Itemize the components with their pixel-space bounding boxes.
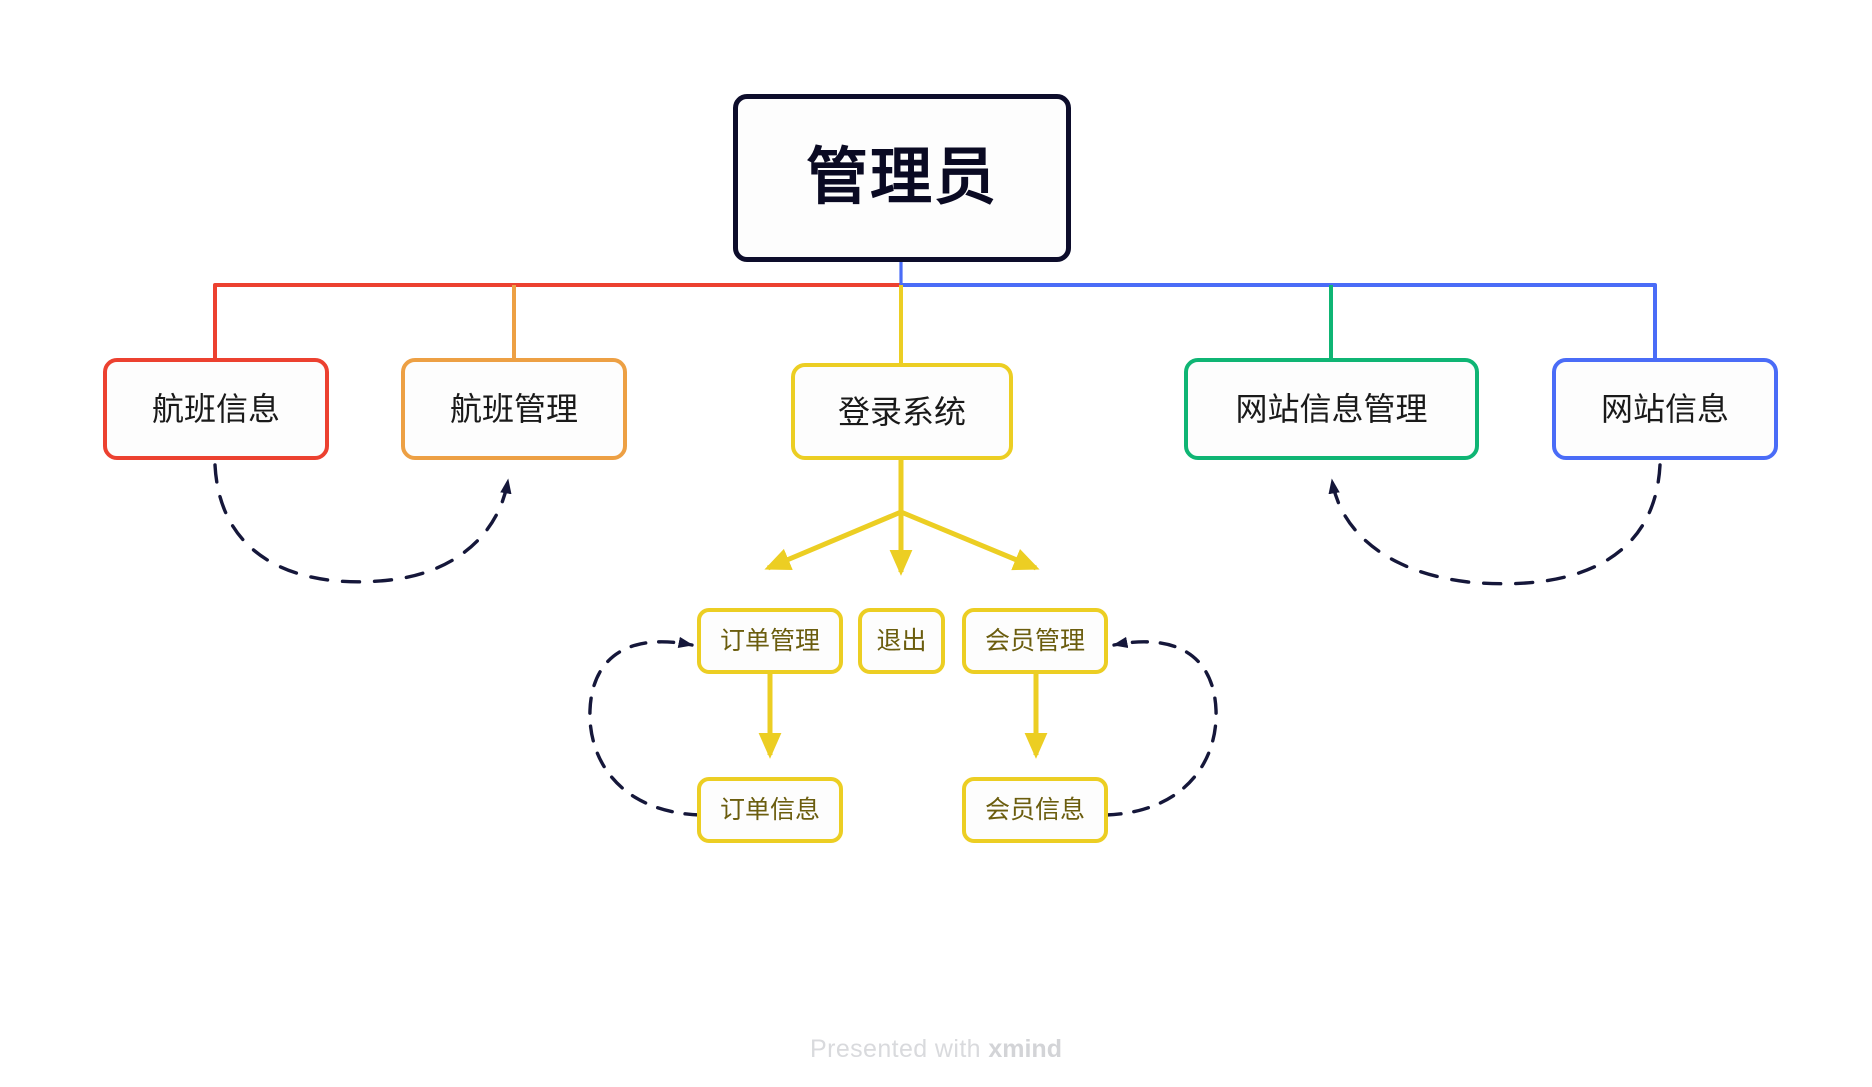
node-member-management[interactable]: 会员管理 [962, 608, 1108, 674]
node-site-info-manage[interactable]: 网站信息管理 [1184, 358, 1479, 460]
watermark-prefix: Presented with [810, 1035, 989, 1063]
node-order-info[interactable]: 订单信息 [697, 777, 843, 843]
node-order-info-label: 订单信息 [719, 795, 820, 824]
node-flight-management[interactable]: 航班管理 [401, 358, 627, 460]
watermark: Presented with xmind [0, 1035, 1872, 1064]
node-flight-info-label: 航班信息 [151, 391, 280, 427]
arrow-login-to-member-management [900, 509, 1040, 571]
node-root[interactable]: 管理员 [733, 94, 1071, 262]
node-order-management[interactable]: 订单管理 [697, 608, 843, 674]
node-flight-management-label: 航班管理 [449, 391, 578, 427]
dashed-flight-info-to-flight-management [213, 463, 512, 584]
node-login-system-label: 登录系统 [837, 393, 966, 430]
dashed-site-info-to-site-info-manage [1328, 463, 1662, 586]
node-logout-label: 退出 [876, 626, 927, 655]
watermark-brand: xmind [988, 1035, 1062, 1063]
node-logout[interactable]: 退出 [858, 608, 945, 674]
node-site-info-label: 网站信息 [1600, 391, 1729, 427]
node-member-info[interactable]: 会员信息 [962, 777, 1108, 843]
node-member-info-label: 会员信息 [984, 795, 1085, 824]
node-member-management-label: 会员管理 [984, 626, 1085, 655]
node-site-info[interactable]: 网站信息 [1552, 358, 1778, 460]
node-login-system[interactable]: 登录系统 [791, 363, 1013, 460]
arrow-login-to-order-management [764, 509, 902, 571]
node-site-info-manage-label: 网站信息管理 [1235, 391, 1428, 427]
node-order-management-label: 订单管理 [719, 626, 820, 655]
node-flight-info[interactable]: 航班信息 [103, 358, 329, 460]
node-root-label: 管理员 [805, 143, 998, 212]
dashed-order-info-to-order-management [588, 636, 702, 817]
dashed-member-info-to-member-management [1104, 636, 1218, 817]
